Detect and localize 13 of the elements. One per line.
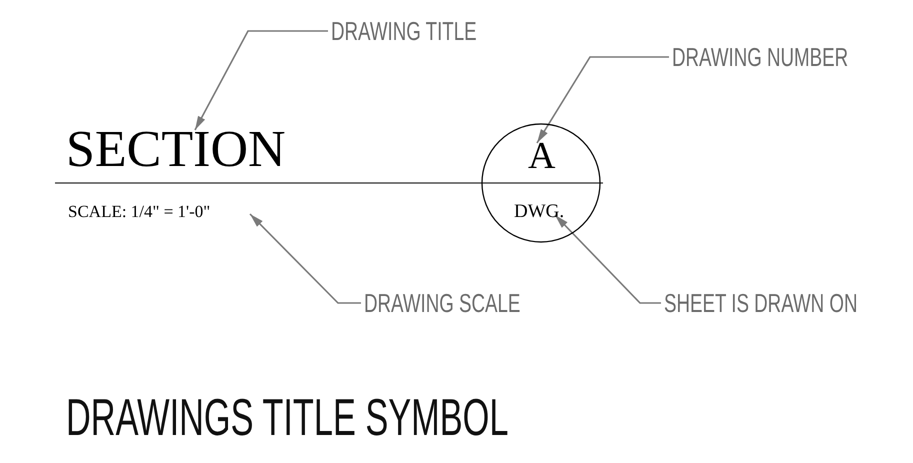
leader-line: [249, 213, 361, 304]
leader-line: [194, 30, 328, 130]
callout-text: DRAWING TITLE: [331, 18, 477, 44]
leader-line: [536, 56, 669, 144]
callout-text: DRAWING SCALE: [364, 290, 520, 316]
drawing-number-text: A: [528, 137, 556, 175]
drawing-title-text: SECTION: [66, 124, 286, 176]
callout-text: SHEET IS DRAWN ON: [664, 290, 858, 316]
leader-line: [554, 214, 661, 304]
scale-text: SCALE: 1/4" = 1'-0": [68, 203, 210, 220]
callout-text: DRAWING NUMBER: [672, 44, 848, 70]
diagram-title: DRAWINGS TITLE SYMBOL: [66, 392, 508, 444]
sheet-number-text: DWG.: [514, 202, 564, 221]
